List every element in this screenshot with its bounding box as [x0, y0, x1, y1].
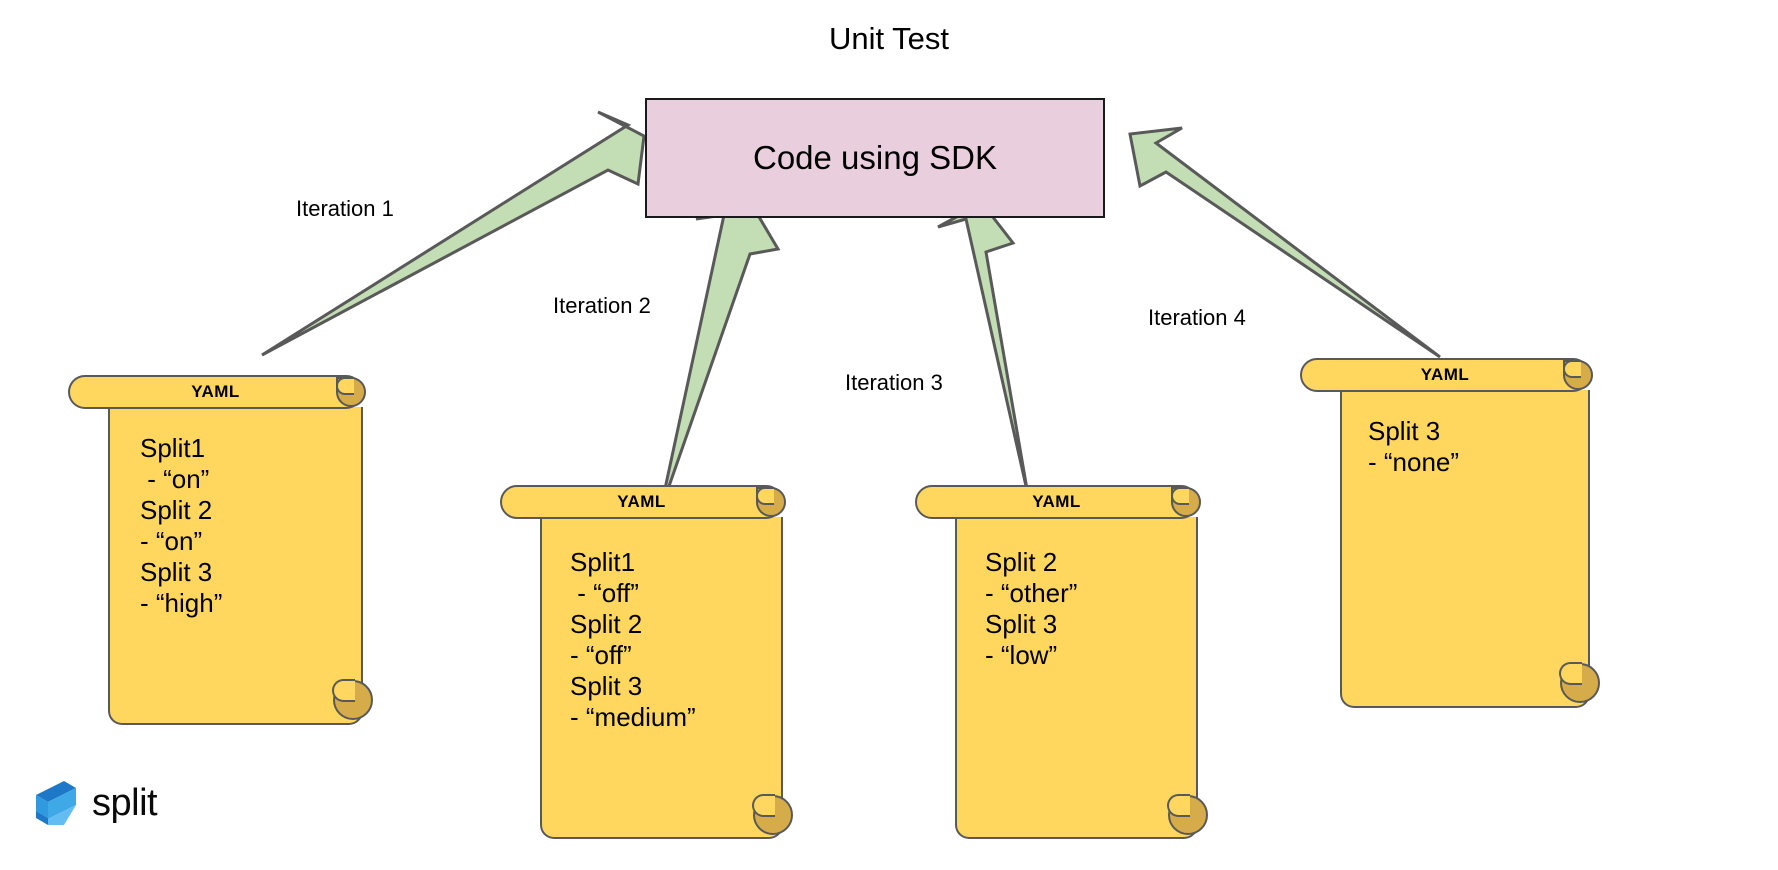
process-box-label: Code using SDK — [753, 139, 997, 176]
scroll-top-curl-icon — [756, 487, 786, 517]
yaml-scroll-1[interactable]: YAML Split1 - “on” Split 2 - “on” Split … — [68, 375, 398, 745]
yaml-scroll-4[interactable]: YAML Split 3 - “none” — [1300, 358, 1630, 738]
yaml-scroll-4-body — [1340, 390, 1590, 708]
split-logo: split — [30, 775, 158, 831]
yaml-scroll-4-header-label: YAML — [1420, 365, 1470, 384]
scroll-top-curl-icon — [336, 377, 366, 407]
split-wordmark: split — [92, 781, 158, 824]
iteration-3-label: Iteration 3 — [845, 370, 943, 395]
iteration-2-arrow — [658, 203, 781, 513]
scroll-bottom-curl-icon — [1559, 662, 1600, 703]
iteration-1-label: Iteration 1 — [296, 196, 394, 221]
page-title: Unit Test — [828, 21, 950, 56]
yaml-scroll-4-content: Split 3 - “none” — [1368, 416, 1460, 477]
scroll-bottom-curl-icon — [332, 679, 373, 720]
yaml-scroll-2[interactable]: YAML Split1 - “off” Split 2 - “off” Spli… — [500, 485, 820, 860]
scroll-top-curl-icon — [1171, 487, 1201, 517]
yaml-scroll-3-body — [955, 517, 1198, 839]
yaml-scroll-1-body — [108, 407, 363, 725]
scroll-top-curl-icon — [1563, 360, 1593, 390]
yaml-scroll-3-header-label: YAML — [1032, 492, 1081, 511]
iteration-2-label: Iteration 2 — [553, 293, 651, 318]
yaml-scroll-3[interactable]: YAML Split 2 - “other” Split 3 - “low” — [915, 485, 1235, 860]
yaml-scroll-2-header: YAML — [500, 485, 783, 519]
yaml-scroll-1-content: Split1 - “on” Split 2 - “on” Split 3 - “… — [140, 433, 223, 618]
scroll-bottom-curl-icon — [1167, 794, 1208, 835]
yaml-scroll-2-header-label: YAML — [617, 492, 666, 511]
yaml-scroll-3-content: Split 2 - “other” Split 3 - “low” — [985, 547, 1078, 670]
iteration-3-arrow — [937, 201, 1030, 496]
yaml-scroll-2-body — [540, 517, 783, 839]
split-chevron-logo-icon — [36, 781, 76, 825]
yaml-scroll-1-header-label: YAML — [191, 382, 240, 401]
yaml-scroll-2-content: Split1 - “off” Split 2 - “off” Split 3 -… — [570, 547, 696, 732]
iteration-4-label: Iteration 4 — [1148, 305, 1246, 330]
scroll-bottom-curl-icon — [752, 794, 793, 835]
yaml-scroll-3-header: YAML — [915, 485, 1198, 519]
yaml-scroll-1-header: YAML — [68, 375, 363, 409]
yaml-scroll-4-header: YAML — [1300, 358, 1590, 392]
process-box-code-using-sdk[interactable]: Code using SDK — [645, 98, 1105, 218]
